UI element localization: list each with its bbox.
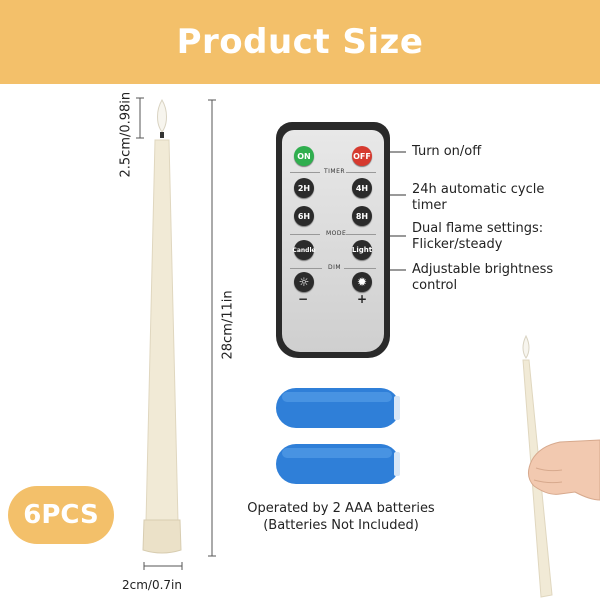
dim-separator-left [290,268,322,269]
dim-plus-sign: + [357,292,368,306]
mode-separator-right [346,234,376,235]
battery-caption-line1: Operated by 2 AAA batteries [247,501,435,516]
candle-base [142,519,182,554]
timer-8h-button[interactable]: 8H [352,206,372,226]
callout-flame-line2: Flicker/steady [412,237,503,252]
remote-on-button[interactable]: ON [294,146,314,166]
battery-caption-line2: (Batteries Not Included) [263,518,419,533]
callout-power-text: Turn on/off [412,144,482,159]
header-banner: Product Size [0,0,600,84]
candle-body [145,139,179,523]
wick [160,132,164,138]
callout-power: Turn on/off [412,144,481,160]
timer-separator-right [346,172,376,173]
dim-minus-sign: − [298,292,309,306]
battery-bottom [276,444,400,484]
mode-candle-button[interactable]: Candle [292,240,316,260]
callout-brightness-line2: control [412,278,458,293]
callout-brightness-line1: Adjustable brightness [412,262,554,277]
timer-separator-left [290,172,320,173]
height-dimension-label: 28cm/11in [220,290,236,360]
quantity-badge: 6PCS [8,486,114,544]
callout-flame-line1: Dual flame settings: [412,221,544,236]
timer-4h-button[interactable]: 4H [352,178,372,198]
remote-off-button[interactable]: OFF [352,146,372,166]
callout-flame: Dual flame settings: Flicker/steady [412,221,543,253]
battery-top [276,388,400,428]
timer-label: TIMER [324,168,346,175]
flame-dimension-label: 2.5cm/0.98in [118,91,134,178]
timer-6h-button[interactable]: 6H [294,206,314,226]
remote-face: ON OFF TIMER 2H 4H 6H 8H MODE Candle Lig… [282,130,384,352]
dim-up-button[interactable]: ✹ [352,272,372,292]
hand-shape [528,439,600,501]
battery-caption: Operated by 2 AAA batteries (Batteries N… [236,500,446,534]
dim-label: DIM [328,264,342,271]
dim-separator-right [344,268,376,269]
finger-line-2 [533,479,563,484]
dim-down-button[interactable]: ☼ [294,272,314,292]
timer-2h-button[interactable]: 2H [294,178,314,198]
mode-label: MODE [326,230,347,237]
small-flame [522,334,530,359]
callout-timer-line2: timer [412,198,447,213]
sun-dim-icon: ☼ [298,275,310,289]
callout-timer-line1: 24h automatic cycle [412,182,545,197]
callout-timer: 24h automatic cycle timer [412,182,544,214]
hand-holding-candle [522,334,600,598]
mode-separator-left [290,234,320,235]
page-title: Product Size [176,22,424,62]
base-dimension-label: 2cm/0.7in [122,578,182,592]
mode-light-button[interactable]: Light [352,240,372,260]
callout-brightness: Adjustable brightness control [412,262,553,294]
sun-bright-icon: ✹ [356,275,368,289]
remote-control: ON OFF TIMER 2H 4H 6H 8H MODE Candle Lig… [276,122,390,358]
flame-shape [157,99,167,133]
finger-line [535,467,563,472]
